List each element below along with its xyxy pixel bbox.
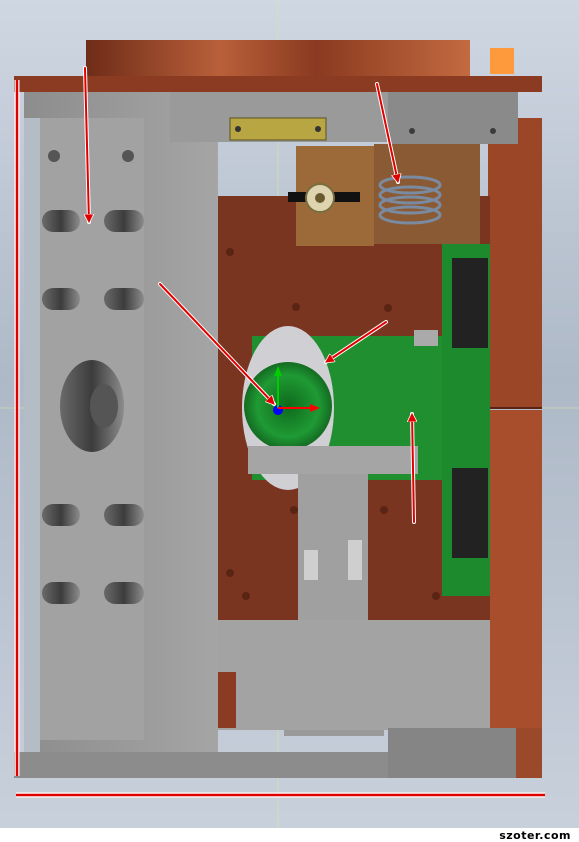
coil-spring — [378, 175, 442, 225]
top-plate — [14, 76, 542, 92]
slider-slot — [304, 550, 318, 580]
right-copper-wall-lower — [488, 410, 542, 740]
knob-center — [315, 193, 325, 203]
footer-strip — [0, 828, 579, 842]
arrow-top-right — [376, 83, 398, 182]
arrow-vertical-pcb — [412, 414, 414, 523]
slider-slot — [348, 540, 362, 580]
top-grey-bar-right — [388, 92, 518, 144]
bottom-plate — [14, 752, 388, 778]
screw-hole — [409, 128, 415, 134]
yellow-connector — [229, 117, 327, 141]
watermark: szoter.com — [499, 829, 571, 842]
left-bearing-inner — [90, 384, 118, 428]
axis-y-head — [274, 366, 282, 376]
component-board-right — [374, 144, 480, 244]
right-copper-wall — [488, 118, 542, 408]
left-frame-strip — [24, 118, 40, 754]
red-arrows — [83, 66, 414, 524]
bottom-plate-right — [388, 728, 516, 778]
horizontal-grey-beam — [248, 446, 418, 474]
connector-pin — [315, 126, 321, 132]
pcb-chip — [414, 330, 438, 346]
bottom-copper-stub — [218, 672, 236, 728]
arrow-top-left — [85, 67, 89, 222]
connector-pin — [235, 126, 241, 132]
screw-hole — [490, 128, 496, 134]
green-disc — [244, 362, 332, 450]
arrow-to-origin — [159, 283, 274, 404]
axis-x-head — [310, 404, 320, 412]
copper-screw-holes — [226, 248, 440, 600]
arrow-to-bracket — [326, 321, 387, 362]
pcb-connector-top — [452, 258, 488, 348]
left-frame-holes — [42, 150, 144, 604]
bottom-plate-copper — [516, 728, 542, 778]
top-copper-cylinder — [86, 40, 470, 80]
orange-marker — [490, 48, 514, 74]
bottom-grey-frame — [218, 620, 490, 730]
pcb-connector-bottom — [452, 468, 488, 558]
